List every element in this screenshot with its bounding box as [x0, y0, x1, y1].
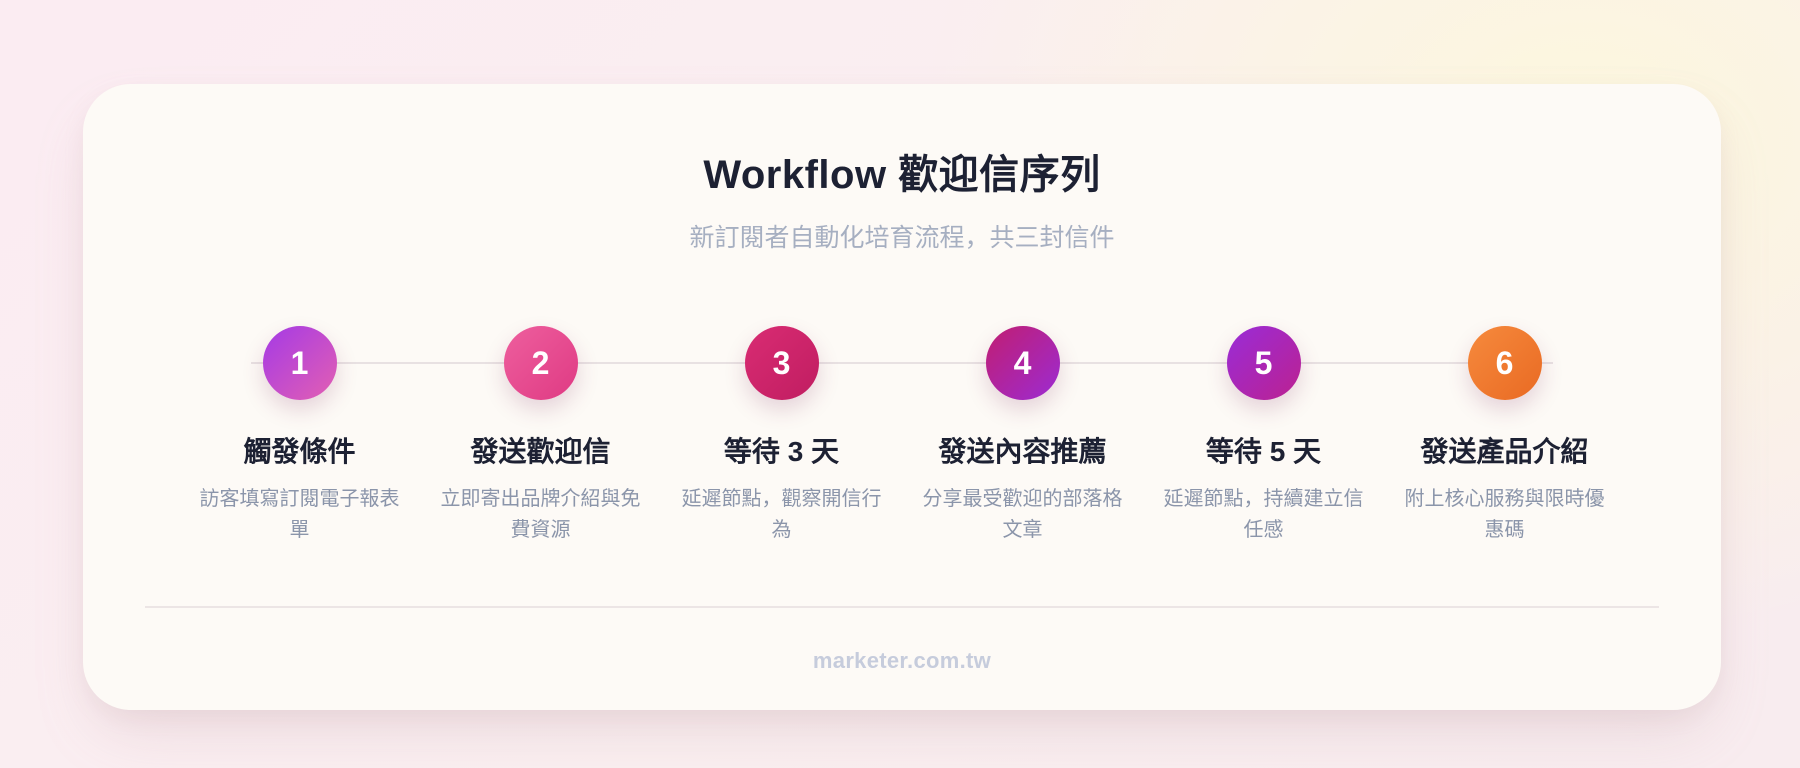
step-number: 3: [772, 344, 791, 381]
workflow-step-5: 5 等待 5 天 延遲節點，持續建立信任感: [1143, 326, 1384, 546]
step-number: 5: [1254, 344, 1273, 381]
step-3-description: 延遲節點，觀察開信行為: [681, 488, 882, 541]
workflow-card: Workflow 歡迎信序列 新訂閱者自動化培育流程，共三封信件 1 觸發條件 …: [83, 84, 1721, 710]
step-5-description: 延遲節點，持續建立信任感: [1163, 488, 1364, 541]
timeline-connector-line: [251, 362, 1553, 364]
workflow-step-6: 6 發送產品介紹 附上核心服務與限時優惠碼: [1384, 326, 1625, 546]
step-1-description: 訪客填寫訂閱電子報表單: [199, 488, 400, 541]
workflow-timeline: 1 觸發條件 訪客填寫訂閱電子報表單 2 發送歡迎信 立即寄出品牌介紹與免費資源…: [179, 326, 1625, 546]
step-5-number-badge: 5: [1226, 326, 1301, 400]
step-6-description: 附上核心服務與限時優惠碼: [1404, 488, 1605, 541]
step-2-description: 立即寄出品牌介紹與免費資源: [440, 488, 641, 541]
footer-watermark: marketer.com.tw: [812, 648, 992, 673]
page-title: Workflow 歡迎信序列: [703, 153, 1101, 197]
step-4-description: 分享最受歡迎的部落格文章: [922, 488, 1123, 541]
step-1-number-badge: 1: [262, 326, 337, 400]
workflow-step-3: 3 等待 3 天 延遲節點，觀察開信行為: [661, 326, 902, 546]
step-3-number-badge: 3: [744, 326, 819, 400]
step-6-label: 發送產品介紹: [1420, 436, 1589, 467]
step-number: 1: [290, 344, 309, 381]
step-5-label: 等待 5 天: [1205, 436, 1322, 467]
workflow-step-1: 1 觸發條件 訪客填寫訂閱電子報表單: [179, 326, 420, 546]
step-number: 6: [1495, 344, 1514, 381]
page-subtitle: 新訂閱者自動化培育流程，共三封信件: [689, 224, 1115, 252]
step-1-label: 觸發條件: [243, 436, 356, 467]
step-number: 4: [1013, 344, 1032, 381]
step-4-label: 發送內容推薦: [938, 436, 1107, 467]
step-4-number-badge: 4: [985, 326, 1060, 400]
workflow-step-4: 4 發送內容推薦 分享最受歡迎的部落格文章: [902, 326, 1143, 546]
step-6-number-badge: 6: [1467, 326, 1542, 400]
step-2-number-badge: 2: [503, 326, 578, 400]
step-number: 2: [531, 344, 550, 381]
workflow-step-2: 2 發送歡迎信 立即寄出品牌介紹與免費資源: [420, 326, 661, 546]
footer-divider: [145, 606, 1659, 608]
step-3-label: 等待 3 天: [723, 436, 840, 467]
step-2-label: 發送歡迎信: [470, 436, 611, 467]
